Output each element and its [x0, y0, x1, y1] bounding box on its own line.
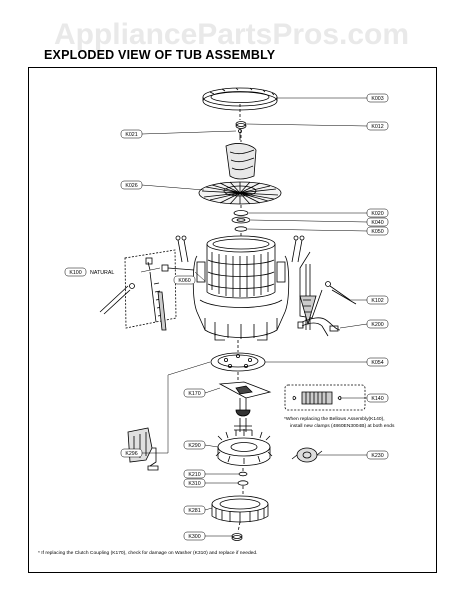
bellows-note-line1: *When replacing the Bellows Assembly(K14… [284, 416, 385, 422]
pump-part [291, 447, 323, 463]
label-k200: K200 [371, 322, 383, 328]
wire-harness-part [297, 317, 341, 337]
right-suspension-rod-part [299, 251, 357, 330]
clutch-part [218, 381, 272, 432]
label-k020: K020 [371, 211, 383, 217]
label-k012: K012 [371, 124, 383, 130]
agitator-part [198, 143, 282, 205]
label-k054: K054 [371, 360, 383, 366]
label-k140: K140 [371, 396, 383, 402]
bolt-part [161, 264, 195, 272]
stator-part [211, 495, 269, 523]
screw-part [238, 129, 242, 140]
label-k170: K170 [188, 391, 200, 397]
washer-stack-part [231, 210, 251, 232]
label-k021: K021 [125, 132, 137, 138]
label-k100: K100 [69, 270, 81, 276]
diagram-frame [28, 67, 437, 573]
label-k230: K230 [371, 453, 383, 459]
label-k296: K296 [125, 451, 137, 457]
label-natural: NATURAL [90, 270, 114, 276]
outer-tub-part [192, 255, 290, 341]
rotor-part [215, 429, 273, 466]
clutch-note: * If replacing the Clutch Coupling (K170… [38, 550, 257, 556]
label-k060: K060 [178, 278, 190, 284]
assembly-axis-line [237, 104, 244, 533]
pulsator-cap-part [235, 121, 247, 129]
leader-lines [140, 97, 368, 537]
diagram-title: EXPLODED VIEW OF TUB ASSEMBLY [44, 48, 276, 62]
label-k050: K050 [371, 229, 383, 235]
label-k026: K026 [125, 183, 137, 189]
left-suspension-rod-part [99, 249, 177, 331]
bellows-note-line2: install new clamps (4860EN3004B) at both… [290, 423, 395, 429]
label-k003: K003 [371, 96, 383, 102]
label-k290: K290 [188, 443, 200, 449]
label-boxes [64, 93, 389, 541]
label-k281: K281 [188, 508, 200, 514]
inner-basket-part [206, 235, 276, 299]
label-k210: K210 [188, 472, 200, 478]
label-k310: K310 [188, 481, 200, 487]
lower-washers-part [237, 471, 249, 486]
label-k040: K040 [371, 220, 383, 226]
nut-part [231, 533, 243, 541]
bellows-part [284, 384, 366, 411]
label-k300: K300 [188, 534, 200, 540]
tub-suspension-rods [175, 235, 305, 263]
flange-plate-part [210, 352, 266, 372]
watermark: AppliancePartsPros.com [53, 18, 410, 51]
label-k102: K102 [371, 298, 383, 304]
